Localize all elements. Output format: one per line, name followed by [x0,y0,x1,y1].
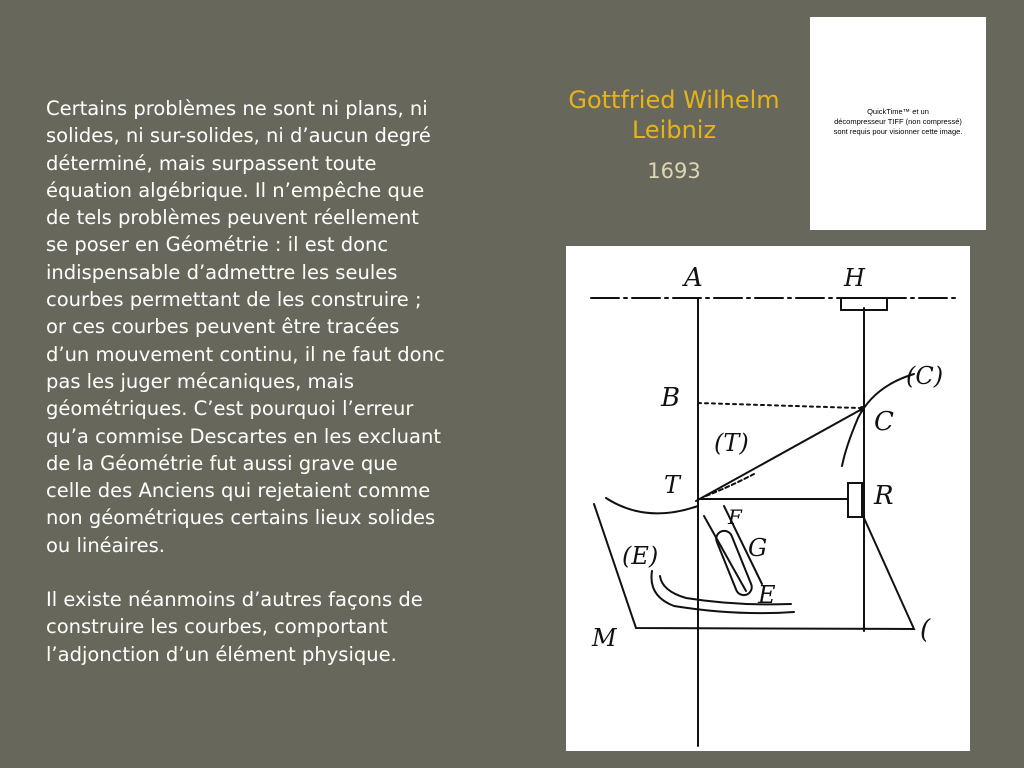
tangent-line [695,408,863,502]
label-t: T [664,471,682,499]
title-name-line-2: Leibniz [631,116,717,144]
point-c [859,406,865,412]
label-f: F [727,505,743,529]
quadrilateral-base [593,503,916,631]
label-c-curve: (C) [906,362,943,390]
image-placeholder: QuickTime™ et un décompresseur TIFF (non… [810,17,986,230]
tube-g-cap [715,529,753,597]
title-year: 1693 [647,159,701,183]
label-l: ( [920,615,931,645]
label-m: M [591,624,618,652]
label-c: C [874,407,894,437]
label-e-curve: (E) [622,542,658,570]
image-placeholder-text: QuickTime™ et un décompresseur TIFF (non… [833,107,963,136]
leibniz-diagram: A H (C) C B (T) T R F G (E) E M ( [566,246,970,751]
label-t-curve: (T) [714,429,749,457]
curve-e [650,570,795,615]
tube-g [703,505,763,592]
slide-title: Gottfried Wilhelm Leibniz 1693 [536,85,812,186]
curve-c [841,373,915,467]
r-block [847,482,863,518]
title-name-line-1: Gottfried Wilhelm [568,86,780,114]
label-e: E [757,581,776,609]
body-paragraph-1: Certains problèmes ne sont ni plans, ni … [46,97,445,557]
curve-t [705,473,755,497]
label-h: H [843,264,866,292]
dotted-line-b-c [697,402,860,409]
curve-e-inner [659,575,792,606]
label-a: A [682,263,703,293]
label-b: B [660,383,680,413]
body-paragraph-2: Il existe néanmoins d’autres façons de c… [46,588,423,666]
h-block [840,297,888,311]
arc-near-t [605,497,699,515]
diagram-drawing: A H (C) C B (T) T R F G (E) E M ( [590,263,957,747]
body-text: Certains problèmes ne sont ni plans, ni … [46,95,526,668]
label-r: R [873,481,894,511]
label-g: G [748,534,767,562]
